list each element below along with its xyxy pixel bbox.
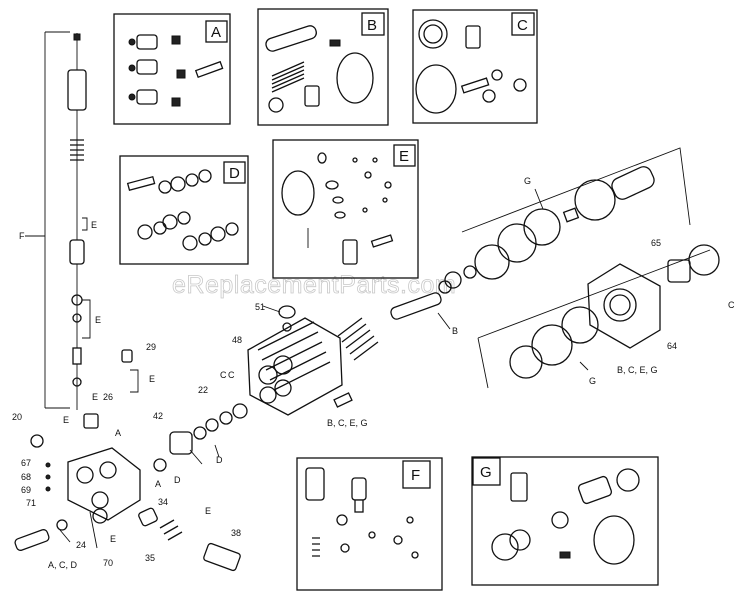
kit-box-a-label: A [211, 24, 221, 41]
valve-assembly-icon [128, 34, 224, 107]
kit-box-c-label: C [517, 17, 528, 34]
callout-26: 26 [103, 392, 113, 402]
kit-ref-b-1: B [452, 326, 458, 336]
kit-ref-e-5: E [110, 534, 116, 544]
kit-box-d: D [119, 155, 249, 265]
callout-51: 51 [255, 302, 265, 312]
callout-70: 70 [103, 558, 113, 568]
kit-box-f-label: F [411, 467, 420, 484]
kit-ref-c-2: C [728, 300, 735, 310]
callout-65: 65 [651, 238, 661, 248]
callout-38: 38 [231, 528, 241, 538]
kit-ref-g-1: G [524, 176, 531, 186]
pump-head [247, 305, 353, 416]
callout-35: 35 [145, 553, 155, 563]
kit-ref-g-2: G [589, 376, 596, 386]
kit-box-f: F [296, 457, 443, 591]
seal-ring-icon [415, 19, 527, 114]
kit-box-d-label: D [229, 165, 240, 182]
kit-box-b-label: B [367, 17, 377, 34]
callout-24: 24 [76, 540, 86, 550]
callout-34: 34 [158, 497, 168, 507]
plunger-assembly [337, 166, 655, 361]
kit-ref-f: F [19, 231, 25, 241]
kit-ref-d-1: D [174, 475, 181, 485]
kit-ref-e-1: E [91, 220, 97, 230]
unloader-stack: F E E [19, 31, 101, 410]
unloader-kit-icon [305, 467, 419, 559]
kit-box-e-label: E [399, 148, 409, 165]
kit-box-c: C [412, 9, 538, 124]
watermark: eReplacementParts.com [172, 271, 456, 299]
callout-67: 67 [21, 458, 31, 468]
kit-box-g-label: G [480, 464, 492, 481]
callout-64: 64 [667, 341, 677, 351]
packing-stack [153, 403, 248, 472]
kit-box-e: E [272, 139, 419, 279]
crankcase [477, 244, 720, 389]
callout-71: 71 [26, 498, 36, 508]
kit-list-b-c-e-g-right: B, C, E, G [617, 365, 658, 375]
callout-29: 29 [146, 342, 156, 352]
kit-list-a-c-d: A, C, D [48, 560, 78, 570]
kit-ref-d-2: D [216, 455, 223, 465]
kit-ref-c-3: C [228, 370, 235, 380]
kit-ref-c-1: C [220, 370, 227, 380]
kit-ref-e-6: E [205, 506, 211, 516]
kit-ref-a-1: A [115, 428, 121, 438]
callout-48: 48 [232, 335, 242, 345]
kit-list-b-c-e-g-center: B, C, E, G [327, 418, 368, 428]
callout-68: 68 [21, 472, 31, 482]
kit-box-b: B [257, 8, 389, 126]
kit-box-a: A [113, 13, 231, 125]
kit-ref-a-2: A [155, 479, 161, 489]
kit-ref-e-2: E [95, 315, 101, 325]
callout-20: 20 [12, 412, 22, 422]
manifold-assembly [14, 349, 241, 572]
packing-set-icon [126, 169, 239, 251]
callout-69: 69 [21, 485, 31, 495]
callout-22: 22 [198, 385, 208, 395]
kit-ref-e-7: E [149, 374, 155, 384]
kit-box-g: G [471, 456, 659, 586]
kit-ref-e-4: E [63, 415, 69, 425]
seal-kit-icon [491, 468, 640, 565]
o-ring-set-icon [281, 152, 394, 265]
callout-42: 42 [153, 411, 163, 421]
plunger-spring-icon [265, 25, 374, 113]
kit-ref-e-3: E [92, 392, 98, 402]
